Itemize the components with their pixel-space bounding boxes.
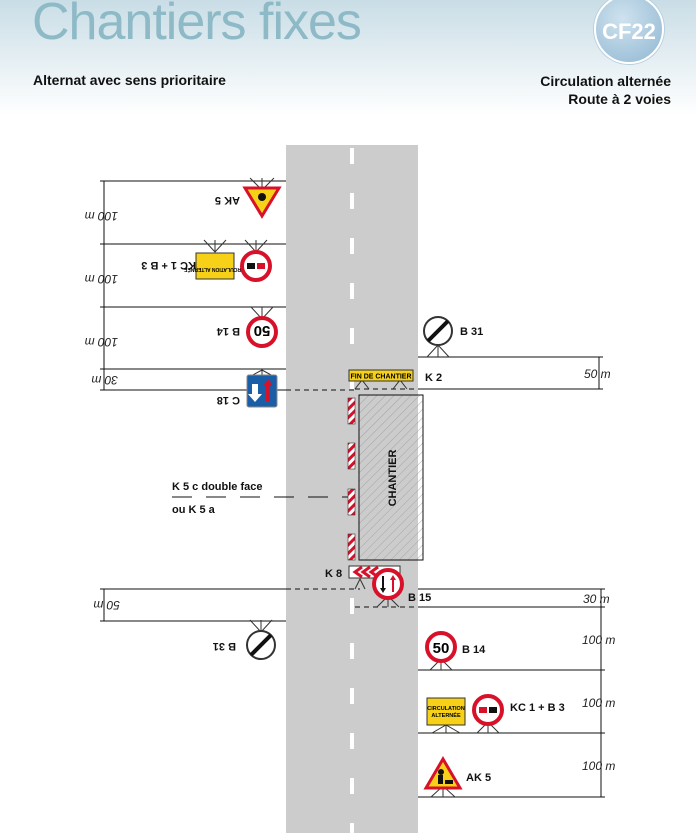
b14-label-left: B 14 <box>216 325 240 337</box>
context-line-2: Route à 2 voies <box>568 91 671 107</box>
kc1-b3-signs-right: CIRCULATION ALTERNÉE <box>426 694 504 734</box>
k2-panel: FIN DE CHANTIER <box>348 369 414 390</box>
subtitle: Alternat avec sens prioritaire <box>33 72 226 88</box>
ak5-sign-right <box>423 756 463 798</box>
right-dist-1: 50 m <box>584 367 611 381</box>
left-dist-5: 50 m <box>93 598 120 612</box>
b15-sign <box>372 568 404 608</box>
cones-label-2: ou K 5 a <box>172 504 216 516</box>
panel-line-2-right: ALTERNÉE <box>431 711 461 719</box>
b14-label-right: B 14 <box>462 644 486 656</box>
cones-label-1: K 5 c double face <box>172 481 262 493</box>
lane-dash <box>350 598 354 614</box>
k2-panel-text: FIN DE CHANTIER <box>350 374 411 381</box>
k5-cone <box>347 397 356 425</box>
right-distance-lines <box>172 356 605 798</box>
right-dist-5: 100 m <box>582 759 615 773</box>
page-title: Chantiers fixes <box>32 0 362 51</box>
k5-cone <box>347 488 356 516</box>
ak5-label-left: AK 5 <box>215 194 240 206</box>
c18-label-left: C 18 <box>217 394 240 406</box>
lane-dash <box>350 238 354 254</box>
worksite-area <box>358 394 424 561</box>
lane-dash <box>350 148 354 164</box>
k2-label: K 2 <box>425 372 442 384</box>
b14-limit-right: 50 <box>433 640 450 657</box>
k5-cones <box>347 397 356 561</box>
kc1-b3-signs-left: CIRCULATION ALTERNÉE <box>183 239 272 282</box>
left-dist-1: 100 m <box>85 209 118 223</box>
b14-sign-left: 50 <box>246 306 278 348</box>
ak5-label-right: AK 5 <box>466 772 491 784</box>
lane-dash <box>350 283 354 299</box>
lane-dash <box>350 688 354 704</box>
panel-line-1-right: CIRCULATION <box>427 706 465 712</box>
header-band <box>0 0 696 115</box>
left-dist-4: 30 m <box>91 373 118 387</box>
panel-text-left: CIRCULATION ALTERNÉE <box>183 266 246 274</box>
worksite-label: CHANTIER <box>387 450 399 507</box>
left-dist-2: 100 m <box>85 272 118 286</box>
context-line-1: Circulation alternée <box>540 73 671 89</box>
b31-sign-left <box>246 619 276 660</box>
lane-dash <box>350 778 354 794</box>
left-distance-lines <box>100 180 360 622</box>
ak5-sign-left <box>242 177 282 219</box>
k5-cone <box>347 442 356 470</box>
lane-dash <box>350 733 354 749</box>
b31-label-right: B 31 <box>460 326 483 338</box>
right-dist-2: 30 m <box>583 592 610 606</box>
k5-cone <box>347 533 356 561</box>
k8-label: K 8 <box>325 568 342 580</box>
left-dist-3: 100 m <box>85 335 118 349</box>
kc1-b3-label-right: KC 1 + B 3 <box>510 702 565 714</box>
right-dist-3: 100 m <box>582 633 615 647</box>
b31-label-left: B 31 <box>213 640 236 652</box>
cf22-badge: CF22 <box>594 0 664 64</box>
b31-sign-right <box>423 316 453 358</box>
lane-dash <box>350 193 354 209</box>
b15-label: B 15 <box>408 592 431 604</box>
lane-dash <box>350 643 354 659</box>
b14-limit-left: 50 <box>254 322 271 339</box>
c18-sign-left <box>246 369 278 408</box>
right-dist-4: 100 m <box>582 696 615 710</box>
lane-dash <box>350 823 354 833</box>
b14-sign-right: 50 <box>425 631 457 671</box>
lane-dash <box>350 328 354 344</box>
kc1-b3-label-left: KC 1 + B 3 <box>141 259 196 271</box>
